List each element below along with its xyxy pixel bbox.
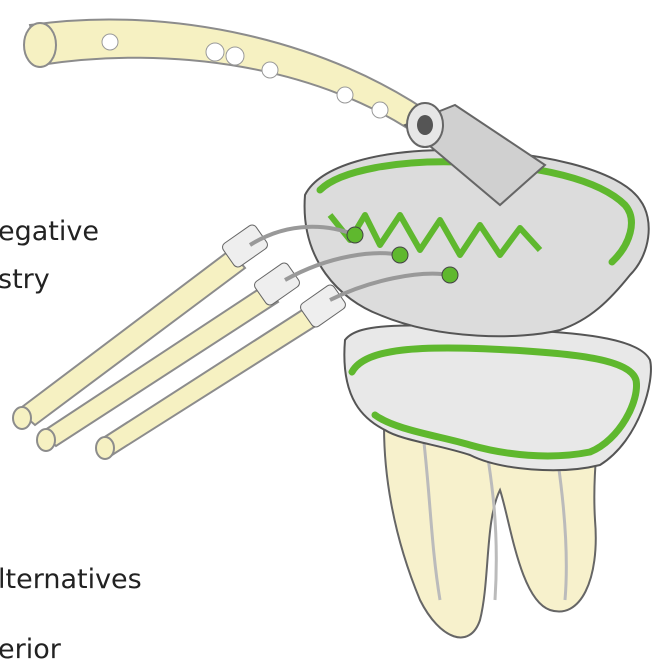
top-tube bbox=[24, 19, 440, 140]
